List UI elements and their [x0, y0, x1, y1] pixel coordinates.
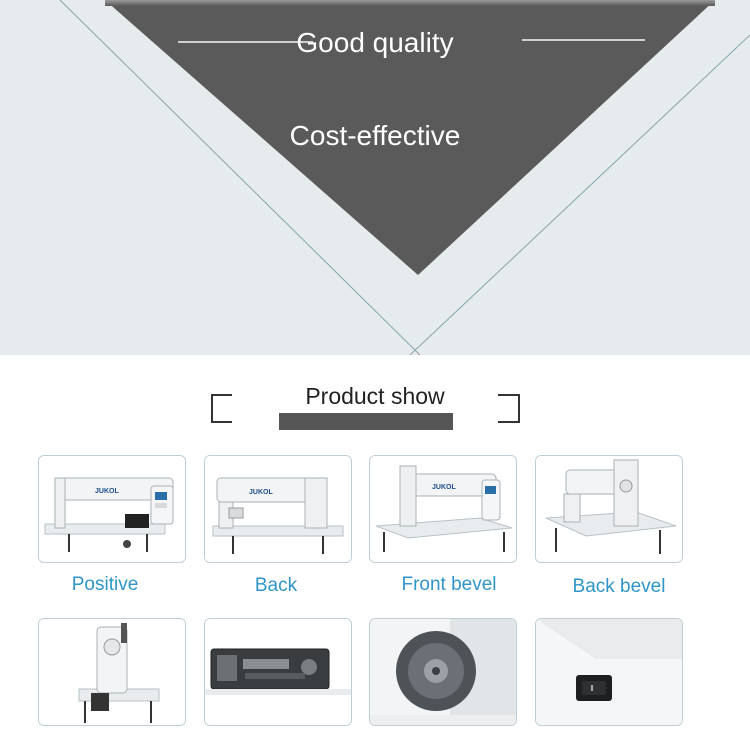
product-card-back-bevel[interactable] [535, 455, 683, 563]
product-card-8[interactable] [535, 618, 683, 726]
product-card-front-bevel[interactable]: JUKOL [369, 455, 517, 563]
svg-text:JUKOL: JUKOL [95, 488, 119, 495]
product-card-7[interactable] [369, 618, 517, 726]
sewing-machine-back-image: JUKOL [205, 456, 351, 562]
power-switch-closeup-image [536, 619, 682, 725]
sewing-machine-front-bevel-image: JUKOL [370, 456, 516, 562]
handwheel-closeup-image [370, 619, 516, 725]
svg-text:JUKOL: JUKOL [432, 484, 456, 491]
product-card-5[interactable] [38, 618, 186, 726]
caption-positive: Positive [71, 574, 139, 595]
banner-line-cost-effective: Cost-effective [289, 120, 461, 151]
product-card-6[interactable] [204, 618, 352, 726]
product-show-header: Product show [0, 380, 750, 440]
caption-back: Back [254, 575, 298, 596]
section-title: Product show [305, 383, 445, 409]
svg-text:JUKOL: JUKOL [249, 489, 273, 496]
sewing-machine-positive-image: JUKOL [39, 456, 185, 562]
caption-back-bevel: Back bevel [572, 576, 666, 597]
product-card-positive[interactable]: JUKOL [38, 455, 186, 563]
product-card-back[interactable]: JUKOL [204, 455, 352, 563]
sewing-machine-back-bevel-image [536, 456, 682, 562]
sewing-machine-underside-image [205, 619, 351, 725]
banner-graphic [59, 0, 750, 355]
dark-triangle [105, 0, 715, 275]
banner-line-good-quality: Good quality [296, 27, 454, 58]
header-bracket-frame [211, 394, 520, 430]
caption-front-bevel: Front bevel [401, 574, 497, 595]
hero-banner: Good quality Cost-effective [0, 0, 750, 355]
sewing-machine-side-image [39, 619, 185, 725]
